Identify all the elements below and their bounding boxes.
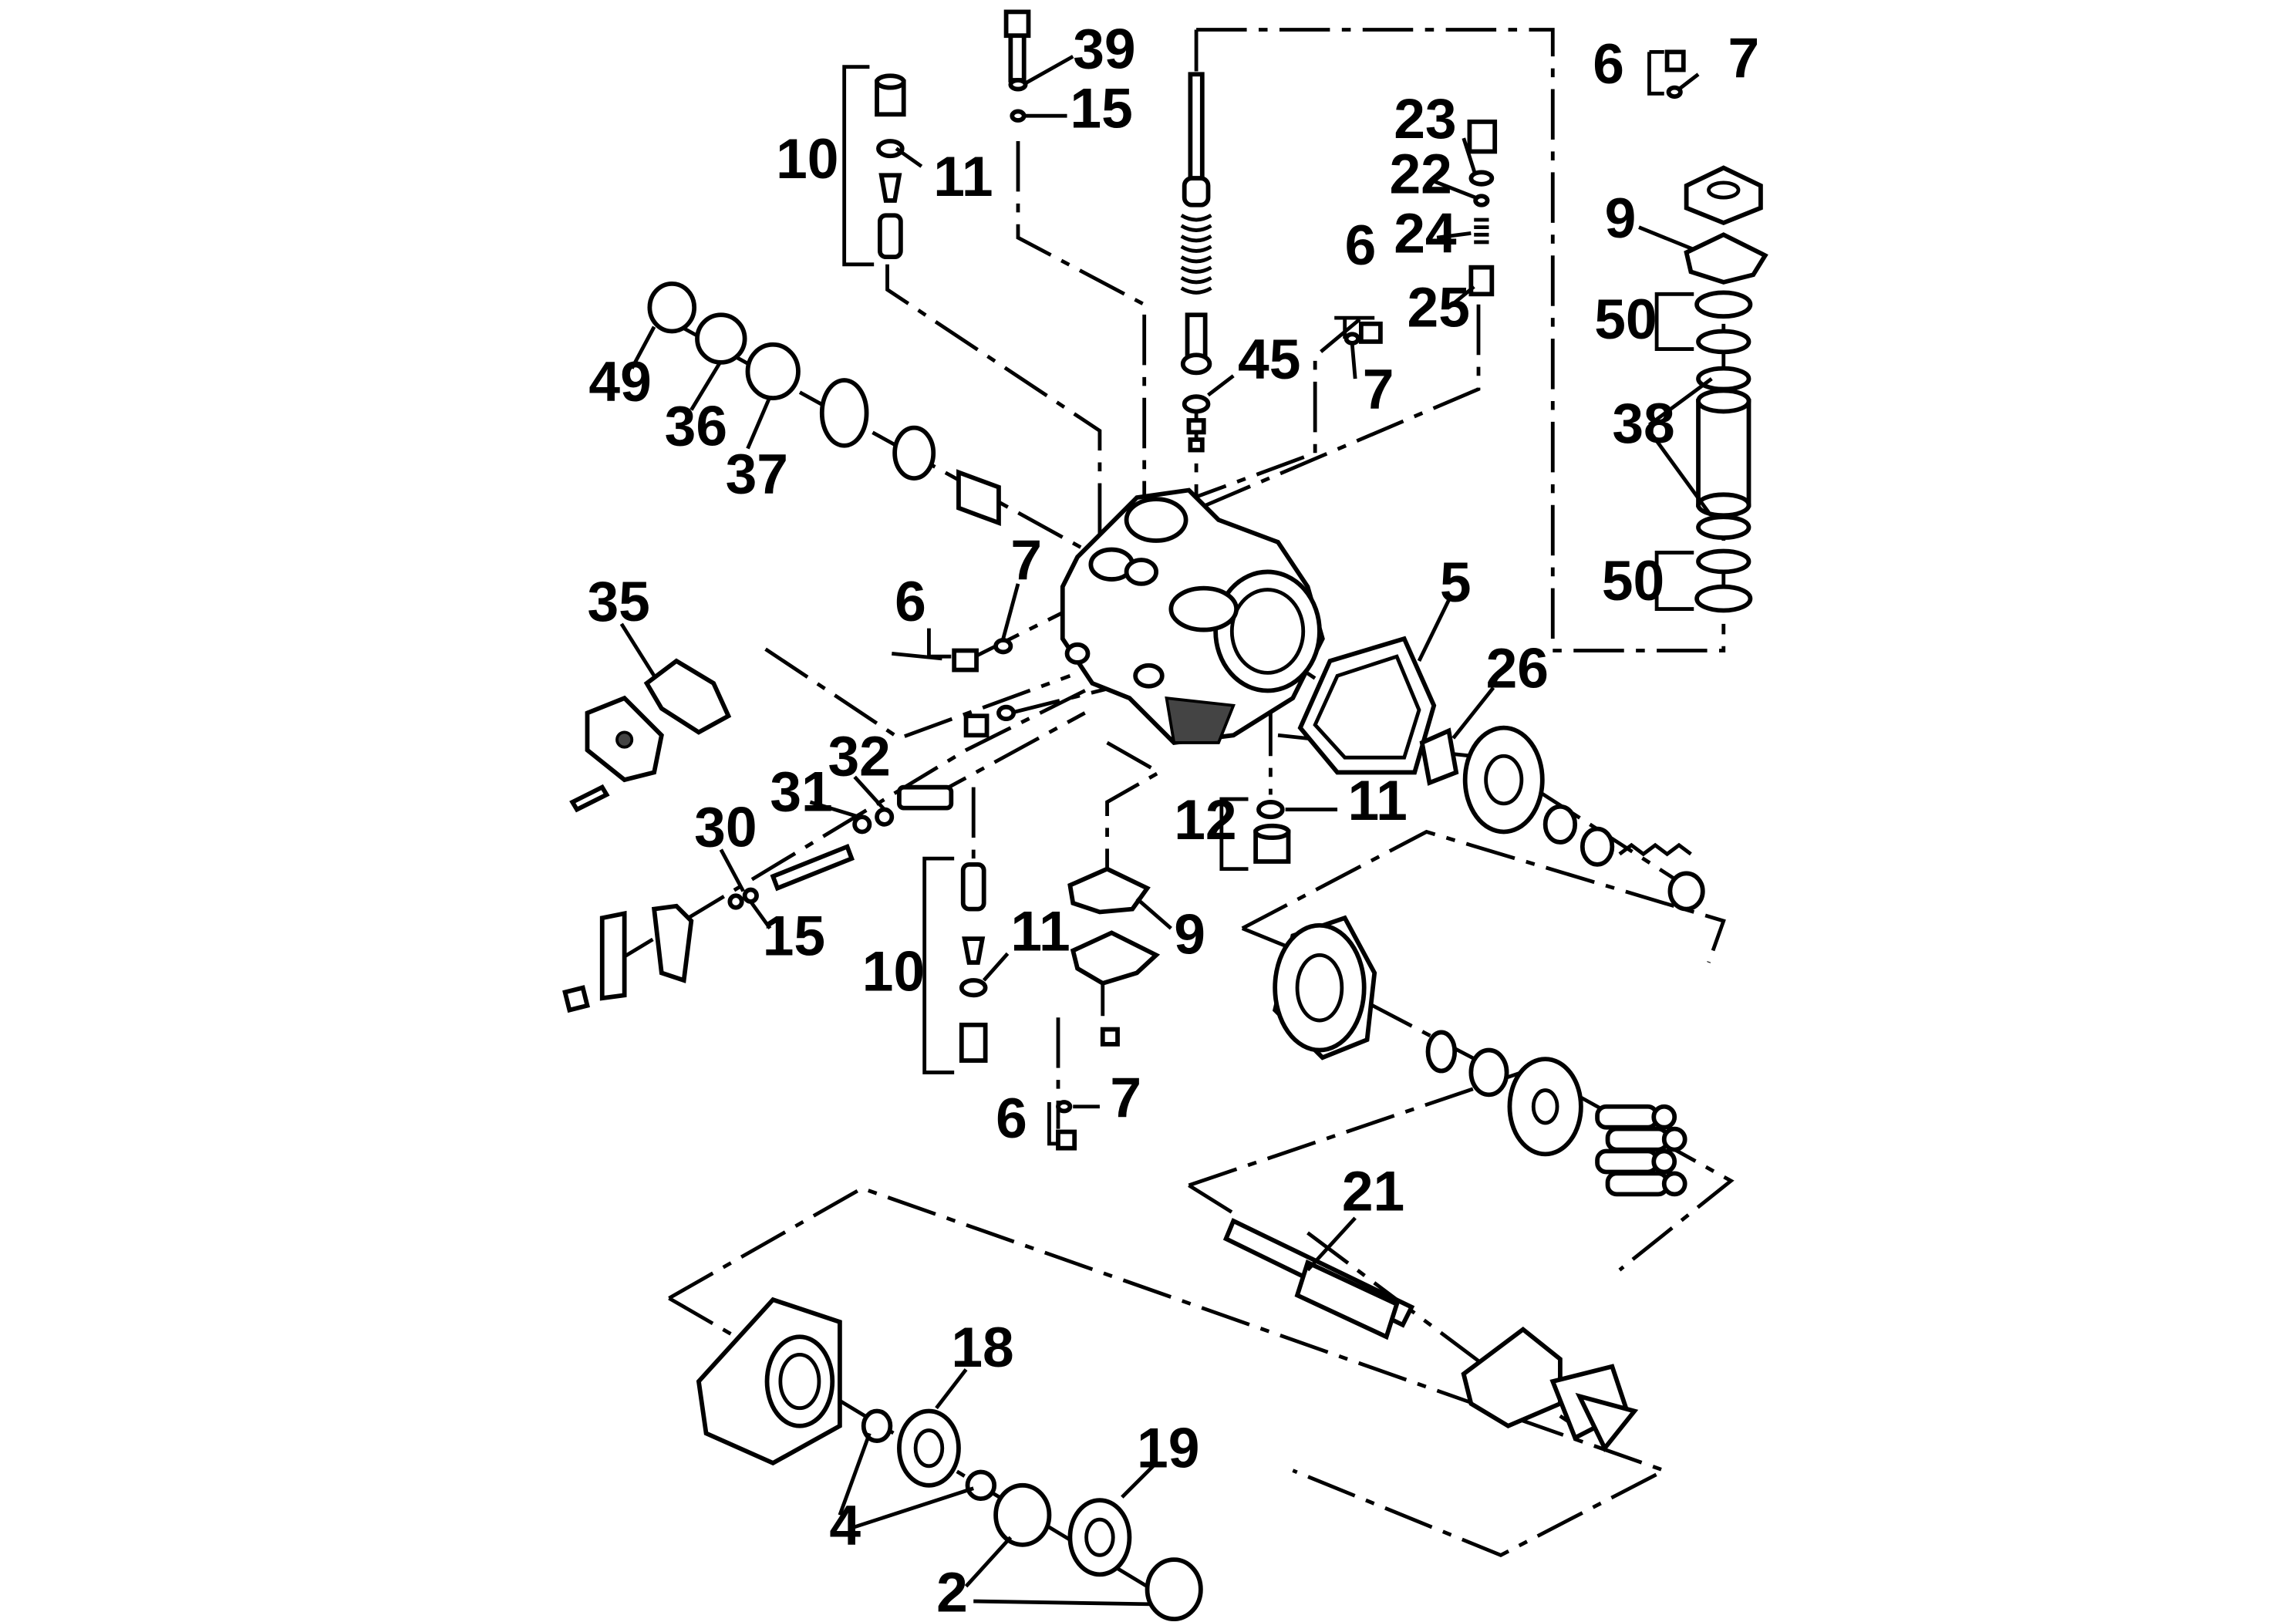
control-shaft: [562, 784, 954, 1013]
label-50-top: 50: [1594, 288, 1657, 351]
label-9-lower: 9: [1174, 902, 1205, 966]
label-2: 2: [936, 1561, 968, 1622]
plug-12: [1253, 800, 1291, 864]
label-12: 12: [1174, 788, 1236, 851]
label-7-upper: 7: [1363, 358, 1394, 421]
brackets: [842, 49, 1694, 1146]
valve-23-25: [1467, 120, 1498, 297]
leader-lines: [619, 55, 1713, 1607]
relief-valve-top: [875, 73, 906, 260]
label-15-top: 15: [1070, 77, 1132, 140]
label-31: 31: [770, 760, 832, 824]
label-18: 18: [951, 1316, 1013, 1379]
label-30: 30: [694, 796, 757, 859]
label-7-left: 7: [1010, 528, 1042, 592]
label-19: 19: [1137, 1417, 1199, 1480]
label-50-bottom: 50: [1602, 549, 1664, 612]
label-35: 35: [588, 570, 650, 633]
label-11-bottom: 11: [1010, 900, 1070, 963]
center-bolt-spring: [1180, 72, 1212, 453]
label-45: 45: [1238, 328, 1300, 391]
label-9-right: 9: [1605, 187, 1637, 250]
label-7-right: 7: [1728, 26, 1760, 89]
cover-9-lower: [1056, 866, 1161, 1151]
charge-pump-column: [1664, 49, 1768, 613]
end-cover-5: [1297, 636, 1705, 912]
label-6-right: 6: [1593, 32, 1624, 96]
label-22: 22: [1389, 142, 1451, 205]
label-25: 25: [1408, 276, 1470, 339]
label-7-bottom: 7: [1110, 1066, 1141, 1129]
label-37: 37: [726, 442, 788, 505]
label-10-bottom: 10: [862, 940, 925, 1003]
label-6-left: 6: [895, 570, 926, 633]
label-23: 23: [1394, 87, 1456, 150]
label-6-upper: 6: [1345, 214, 1377, 277]
label-39: 39: [1073, 18, 1135, 81]
label-21: 21: [1342, 1160, 1404, 1223]
main-housing: [1060, 487, 1325, 745]
front-cover-lower: [696, 1297, 1203, 1622]
plug-6-7-left: [952, 638, 1017, 738]
label-5: 5: [1440, 551, 1472, 614]
bolt-39: [1003, 9, 1031, 123]
label-49: 49: [588, 350, 651, 413]
bearing-assembly-left: [647, 281, 1001, 527]
label-26: 26: [1486, 637, 1549, 700]
label-6-bottom: 6: [996, 1087, 1027, 1150]
piston-group: [1595, 1104, 1687, 1197]
label-38: 38: [1612, 392, 1674, 455]
label-4: 4: [829, 1494, 861, 1557]
label-11-right: 11: [1348, 769, 1408, 832]
label-24: 24: [1394, 201, 1457, 265]
label-36: 36: [665, 395, 727, 458]
control-arm-35: [569, 658, 732, 813]
shaft-21: [1222, 1218, 1639, 1453]
label-10-top: 10: [776, 127, 838, 191]
label-15-bottom: 15: [763, 904, 825, 967]
relief-valve-bottom: [959, 862, 988, 1063]
label-11-top: 11: [933, 145, 993, 208]
label-32: 32: [828, 724, 890, 787]
cylinder-block: [1272, 915, 1687, 1197]
callout-labels: 39 15 10 11 6 7 23 22 24 25 6 7 45 9 50 …: [588, 18, 1760, 1622]
